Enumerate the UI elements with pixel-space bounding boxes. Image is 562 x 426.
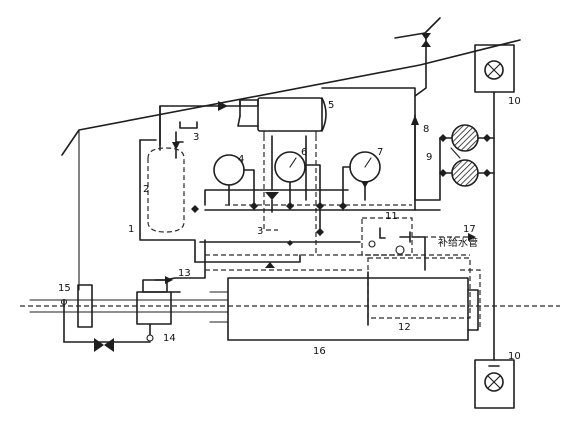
expansion-tank-5 — [239, 97, 327, 137]
engine-16 — [209, 277, 479, 341]
filter-9-upper — [439, 124, 495, 152]
cooler-6 — [274, 151, 321, 236]
suction-valve — [94, 338, 114, 352]
cooler-4 — [213, 154, 255, 211]
distribution-line-1 — [204, 189, 349, 206]
label-17: 17 — [463, 224, 476, 235]
label-5: 5 — [328, 100, 334, 111]
valve-3-lower — [265, 192, 279, 213]
label-13: 13 — [178, 268, 191, 279]
label-11: 11 — [385, 211, 398, 222]
label-12: 12 — [398, 322, 411, 333]
makeup-box-11 — [361, 217, 426, 271]
label-10-bottom: 10 — [508, 351, 521, 362]
check-valves — [191, 202, 347, 268]
label-3-lower: 3 — [257, 226, 263, 237]
label-9: 9 — [426, 152, 432, 163]
vent-line — [394, 17, 441, 39]
valve-3-upper — [172, 131, 184, 159]
cooler-7 — [342, 151, 381, 211]
label-1: 1 — [128, 224, 134, 235]
makeup-water-pipe-17 — [415, 233, 476, 241]
label-6: 6 — [301, 147, 307, 158]
label-2: 2 — [143, 184, 149, 195]
label-makeup-water-pipe: 补给水管 — [438, 236, 478, 249]
label-7: 7 — [377, 147, 383, 158]
filter-9-lower — [439, 159, 495, 187]
label-4: 4 — [238, 154, 244, 165]
pump-discharge — [154, 239, 206, 281]
pump-14 — [136, 279, 181, 342]
heat-exchanger-12 — [367, 257, 481, 330]
label-15: 15 — [58, 283, 71, 294]
tank-10-bottom — [474, 359, 515, 409]
label-16: 16 — [313, 346, 326, 357]
center-pipe-a — [263, 136, 278, 231]
label-8: 8 — [423, 124, 429, 135]
stern-tube-15 — [60, 284, 93, 343]
vent-pipe — [414, 33, 431, 97]
label-3-upper: 3 — [193, 132, 199, 143]
label-14: 14 — [163, 333, 176, 344]
label-10-top: 10 — [508, 96, 521, 107]
vertical-tank-2 — [139, 139, 196, 263]
hull-outline — [61, 39, 521, 156]
tank-10-top — [474, 44, 515, 93]
